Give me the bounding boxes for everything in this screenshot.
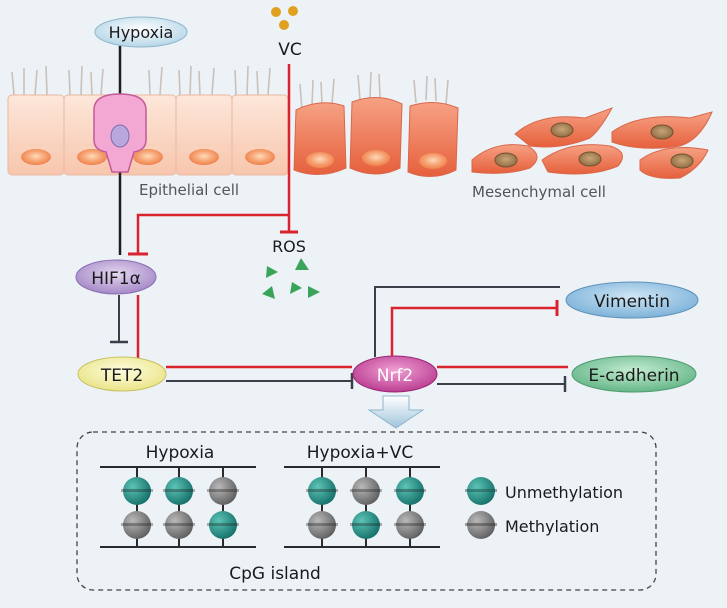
cilia <box>11 65 449 111</box>
cpg-bead-unmethylated <box>352 511 380 539</box>
hypoxia-node-label: Hypoxia <box>109 23 174 42</box>
mesenchymal-nucleus <box>650 124 674 140</box>
cell-nucleus <box>77 149 107 165</box>
cpg-bead-methylated <box>209 477 237 505</box>
ecadherin-node-label: E-cadherin <box>588 366 679 386</box>
cpg-bead-unmethylated <box>308 477 336 505</box>
cell-nucleus <box>245 149 275 165</box>
cpg-beads <box>121 477 426 539</box>
cpg-bead-band <box>350 489 382 492</box>
cpg-bead-band <box>394 523 426 526</box>
cpg-bead-methylated <box>352 477 380 505</box>
vimentin-node-label: Vimentin <box>594 292 670 312</box>
nrf2-to-vimentin-dark-line <box>374 286 560 357</box>
mesenchymal-cell-label: Mesenchymal cell <box>472 183 606 201</box>
cpg-bead-unmethylated <box>396 477 424 505</box>
ros-label: ROS <box>272 237 306 256</box>
mesenchymal-nucleus <box>670 153 694 169</box>
legend-unmethylation-marker <box>467 477 495 505</box>
cpg-bead-unmethylated <box>123 477 151 505</box>
mesenchymal-nucleus <box>578 151 602 167</box>
cpg-bead-band <box>306 523 338 526</box>
cell-nucleus <box>306 152 334 168</box>
cell-nucleus <box>419 153 447 169</box>
tet2-node <box>77 356 167 392</box>
sensor-nucleus <box>110 124 130 148</box>
legend-methylation-label: Methylation <box>505 517 599 536</box>
cpg-bead-band <box>207 489 239 492</box>
methylation-panel <box>76 431 657 591</box>
cell-nucleus <box>21 149 51 165</box>
mesenchymal-nucleus <box>494 152 518 168</box>
epithelial-cell-label: Epithelial cell <box>139 181 239 199</box>
cell-nucleus <box>362 150 390 166</box>
cpg-bead-band <box>121 489 153 492</box>
cpg-bead-band <box>306 489 338 492</box>
cpg-island-label: CpG island <box>229 564 321 584</box>
cpg-bead-band <box>163 523 195 526</box>
mesenchymal-nucleus <box>550 122 574 138</box>
ros-to-hif1a-line <box>136 213 289 254</box>
nrf2-node-label: Nrf2 <box>377 366 414 386</box>
epithelial-cell-sheet <box>7 65 459 177</box>
ecadherin-node <box>571 355 697 393</box>
vc-dots <box>271 6 298 30</box>
vimentin-node <box>565 281 699 319</box>
cpg-bead-band <box>121 523 153 526</box>
cpg-bead-band <box>163 489 195 492</box>
cpg-bead-unmethylated <box>165 477 193 505</box>
panel-right-title: Hypoxia+VC <box>307 443 413 463</box>
tet2-node-label: TET2 <box>100 366 143 386</box>
legend-unmethylation-label: Unmethylation <box>505 483 623 502</box>
vc-label: VC <box>278 40 302 60</box>
legend-methylation-marker <box>467 511 495 539</box>
cpg-bead-methylated <box>123 511 151 539</box>
transitional-cell <box>349 97 403 175</box>
nrf2-node <box>352 355 438 393</box>
transitional-cell <box>293 102 347 175</box>
down-arrow-icon <box>367 395 425 429</box>
cell-nucleus <box>133 149 163 165</box>
hif1a-node <box>75 259 157 295</box>
cpg-bead-unmethylated <box>209 511 237 539</box>
panel-left-title: Hypoxia <box>146 443 215 463</box>
ros-triangles <box>262 258 320 299</box>
cell-nucleus <box>189 149 219 165</box>
nrf2-to-vimentin-red-line <box>390 306 557 356</box>
cpg-bead-band <box>350 523 382 526</box>
cpg-bead-band <box>394 489 426 492</box>
mesenchymal-cells <box>471 107 713 179</box>
cpg-bead-methylated <box>165 511 193 539</box>
cpg-bead-methylated <box>308 511 336 539</box>
hypoxia-node <box>94 16 188 48</box>
hif1a-node-label: HIF1α <box>91 269 141 289</box>
cpg-bead-methylated <box>396 511 424 539</box>
cpg-bead-band <box>207 523 239 526</box>
